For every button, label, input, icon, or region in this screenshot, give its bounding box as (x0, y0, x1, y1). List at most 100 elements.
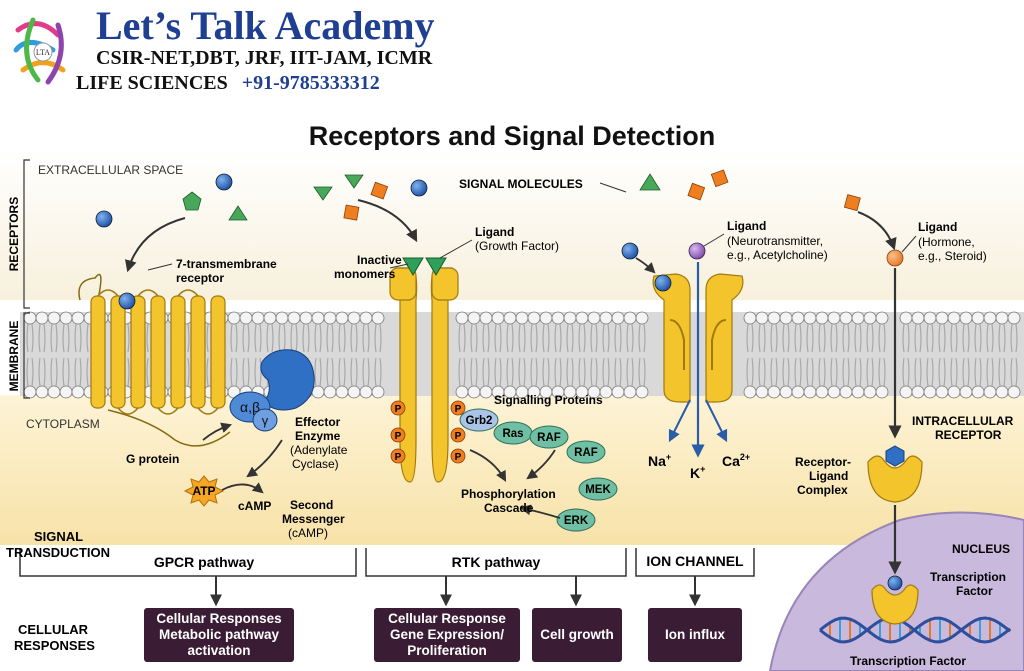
lipid-head (935, 385, 949, 399)
transmembrane-helix (210, 295, 226, 409)
lipid-head (971, 385, 985, 399)
lipid-head (851, 311, 865, 325)
lipid-head (779, 311, 793, 325)
effector-label-1: Effector (295, 415, 341, 429)
lipid-head (1007, 385, 1021, 399)
svg-text:LTA: LTA (36, 48, 50, 57)
effector-label-4: Cyclase) (292, 457, 339, 471)
lipid-head (743, 385, 757, 399)
atp-burst (183, 475, 225, 507)
lipid-head (71, 385, 85, 399)
g-protein-label: G protein (126, 452, 179, 466)
lipid-head (335, 385, 349, 399)
lipid-head (455, 385, 469, 399)
cell-growth-text: Cell growth (540, 627, 614, 642)
lipid-head (635, 385, 649, 399)
lipid-head (839, 311, 853, 325)
lipid-head (263, 311, 277, 325)
lipid-head (959, 311, 973, 325)
signalling-protein (578, 477, 618, 501)
rtk-response-box: Cellular Response Gene Expression/ Proli… (374, 608, 520, 662)
signal-transduction-label-1: SIGNAL (34, 529, 83, 544)
lipid-head (563, 311, 577, 325)
lipid-head (899, 385, 913, 399)
lipid-head (287, 311, 301, 325)
subject-line: LIFE SCIENCES+91-9785333312 (76, 72, 380, 95)
signalling-protein (459, 408, 499, 432)
lipid-head (983, 311, 997, 325)
lipid-head (815, 311, 829, 325)
lipid-head (59, 385, 73, 399)
signal-molecules-label: SIGNAL MOLECULES (459, 177, 583, 191)
signalling-protein-label: Ras (502, 428, 523, 440)
lipid-head (35, 385, 49, 399)
side-brackets (23, 159, 30, 399)
lipid-head (311, 311, 325, 325)
subject: LIFE SCIENCES (76, 72, 228, 94)
lipid-head (47, 311, 61, 325)
lipid-head (539, 311, 553, 325)
lipid-head (359, 385, 373, 399)
lipid-head (323, 385, 337, 399)
alpha-beta-label: α,β (240, 399, 260, 415)
diagram-title: Receptors and Signal Detection (308, 121, 716, 151)
steroid-ligand-desc-1: (Hormone, (918, 235, 975, 249)
transmembrane-helix (90, 295, 106, 409)
signal-transduction-label-2: TRANSDUCTION (6, 545, 110, 560)
lipid-head (251, 311, 265, 325)
rtk-ligand-desc: (Growth Factor) (475, 239, 559, 253)
lipid-head (503, 311, 517, 325)
lipid-head (863, 385, 877, 399)
response-arrows (210, 576, 701, 607)
lipid-head (935, 311, 949, 325)
lipid-head (923, 311, 937, 325)
ion-influx-text: Ion influx (665, 627, 725, 642)
potassium-label: K+ (690, 464, 705, 481)
lipid-head (371, 311, 385, 325)
transmembrane-helix (190, 295, 206, 409)
ion-ligand-label: Ligand (727, 219, 766, 233)
effector-label-2: Enzyme (295, 429, 341, 443)
cytoplasm-label: CYTOPLASM (26, 417, 100, 431)
lipid-head (635, 311, 649, 325)
transmembrane-helix (110, 295, 126, 409)
lipid-head (779, 385, 793, 399)
ion-ligand-desc-2: e.g., Acetylcholine) (727, 248, 828, 262)
receptors-label: RECEPTORS (7, 197, 21, 271)
lipid-head (827, 311, 841, 325)
lipid-head (983, 385, 997, 399)
lipid-head (803, 311, 817, 325)
lipid-head (23, 311, 37, 325)
phosphate-label: P (395, 431, 402, 442)
phosphate-site (390, 448, 406, 464)
gpcr-receptor-label-2: receptor (176, 271, 224, 285)
gamma-label: γ (262, 413, 269, 428)
tf-label-1: Transcription (930, 570, 1006, 584)
lipid-head (839, 385, 853, 399)
gpcr-pathway-label: GPCR pathway (154, 554, 255, 570)
lipid-head (923, 385, 937, 399)
inactive-label-2: monomers (334, 267, 396, 281)
lipid-head (275, 311, 289, 325)
ion-channel (652, 273, 744, 403)
transcription-factor (871, 584, 919, 625)
dna-helix (819, 616, 1011, 644)
lipid-head (575, 311, 589, 325)
cellular-responses-label-1: CELLULAR (18, 622, 89, 637)
lipid-head (347, 385, 361, 399)
extracellular-label: EXTRACELLULAR SPACE (38, 163, 183, 177)
signalling-proteins-label: Signalling Proteins (494, 393, 603, 407)
lipid-head (863, 311, 877, 325)
lipid-head (899, 311, 913, 325)
lipid-head (623, 385, 637, 399)
lipid-head (755, 385, 769, 399)
ion-channel-label: ION CHANNEL (646, 553, 744, 569)
rtk-ligand-label: Ligand (475, 225, 514, 239)
signal-molecules (95, 169, 861, 228)
transmembrane-helix (150, 295, 166, 409)
lipid-head (239, 311, 253, 325)
lipid-head (611, 311, 625, 325)
lipid-head (611, 385, 625, 399)
lipid-head (947, 385, 961, 399)
receptor-ligand-complex (867, 455, 923, 503)
